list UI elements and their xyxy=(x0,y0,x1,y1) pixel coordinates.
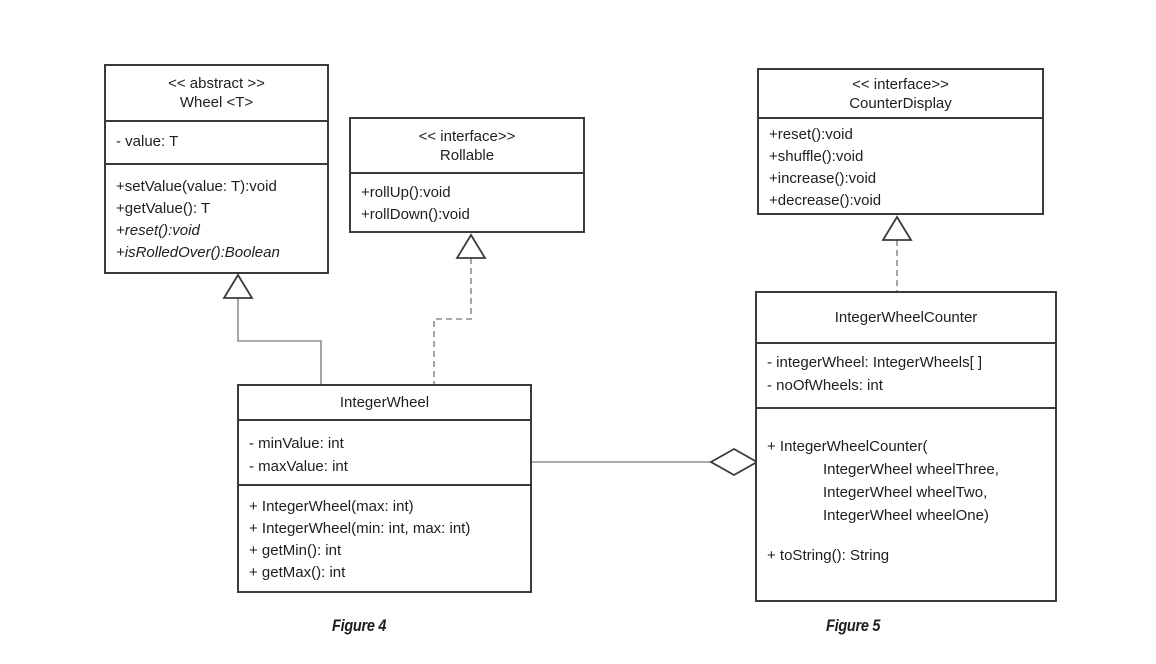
generalization-line-wheel xyxy=(237,298,322,386)
class-name: CounterDisplay xyxy=(849,94,952,112)
stereotype-label: << abstract >> xyxy=(168,75,265,92)
methods-compartment: + IntegerWheel(max: int) + IntegerWheel(… xyxy=(239,484,530,591)
class-name: Rollable xyxy=(439,146,495,164)
attributes-compartment: - integerWheel: IntegerWheels[ ] - noOfW… xyxy=(757,342,1055,407)
class-header: IntegerWheel xyxy=(239,386,530,419)
class-box-wheel: << abstract >> Wheel <T> - value: T +set… xyxy=(104,64,329,274)
class-box-integerwheel: IntegerWheel - minValue: int - maxValue:… xyxy=(237,384,532,593)
abstract-method: +isRolledOver():Boolean xyxy=(116,244,280,261)
abstract-method: +reset():void xyxy=(116,222,200,239)
class-header: << interface>> CounterDisplay xyxy=(759,70,1042,117)
methods-compartment: +reset():void +shuffle():void +increase(… xyxy=(759,117,1042,213)
attribute: - noOfWheels: int xyxy=(767,377,883,394)
methods-compartment: +rollUp():void +rollDown():void xyxy=(351,172,583,231)
realization-line-rollable xyxy=(433,258,472,386)
class-box-rollable: << interface>> Rollable +rollUp():void +… xyxy=(349,117,585,233)
method: + IntegerWheel(min: int, max: int) xyxy=(249,520,471,537)
method: + IntegerWheelCounter( xyxy=(767,438,928,455)
method: +decrease():void xyxy=(769,192,882,209)
method: +rollDown():void xyxy=(361,206,470,223)
hollow-triangle-icon xyxy=(881,215,913,241)
figure-4-caption: Figure 4 xyxy=(332,616,387,635)
class-box-counterdisplay: << interface>> CounterDisplay +reset():v… xyxy=(757,68,1044,215)
stereotype-label: << interface>> xyxy=(852,75,949,93)
method-parameter: IntegerWheel wheelTwo, xyxy=(823,484,988,501)
method: + getMax(): int xyxy=(249,564,346,581)
attribute: - minValue: int xyxy=(249,435,344,452)
methods-compartment: +setValue(value: T):void +getValue(): T … xyxy=(106,163,327,272)
method-parameter: IntegerWheel wheelOne) xyxy=(823,507,989,524)
method: +rollUp():void xyxy=(361,184,451,201)
methods-compartment: + IntegerWheelCounter( IntegerWheel whee… xyxy=(757,407,1055,600)
stereotype-label: << interface>> xyxy=(418,127,516,145)
method-parameter: IntegerWheel wheelThree, xyxy=(823,461,999,478)
method: +increase():void xyxy=(769,170,877,187)
method: +getValue(): T xyxy=(116,200,211,217)
class-name: IntegerWheel xyxy=(339,394,430,411)
class-header: << interface>> Rollable xyxy=(351,119,583,172)
hollow-diamond-icon xyxy=(709,447,759,477)
method: + getMin(): int xyxy=(249,542,342,559)
attributes-compartment: - minValue: int - maxValue: int xyxy=(239,419,530,484)
method: + toString(): String xyxy=(767,547,890,564)
method: +reset():void xyxy=(769,126,853,143)
class-name: IntegerWheelCounter xyxy=(834,309,978,326)
class-box-integerwheelcounter: IntegerWheelCounter - integerWheel: Inte… xyxy=(755,291,1057,602)
attribute: - maxValue: int xyxy=(249,458,348,475)
class-name: Wheel <T> xyxy=(179,94,254,111)
class-header: IntegerWheelCounter xyxy=(757,293,1055,342)
class-header: << abstract >> Wheel <T> xyxy=(106,66,327,120)
attribute: - value: T xyxy=(116,133,179,150)
method: + IntegerWheel(max: int) xyxy=(249,498,414,515)
method: +setValue(value: T):void xyxy=(116,178,277,195)
hollow-triangle-icon xyxy=(455,233,487,259)
attribute: - integerWheel: IntegerWheels[ ] xyxy=(767,354,983,371)
method: +shuffle():void xyxy=(769,148,864,165)
figure-5-caption: Figure 5 xyxy=(826,616,881,635)
attributes-compartment: - value: T xyxy=(106,120,327,163)
hollow-triangle-icon xyxy=(222,273,254,299)
